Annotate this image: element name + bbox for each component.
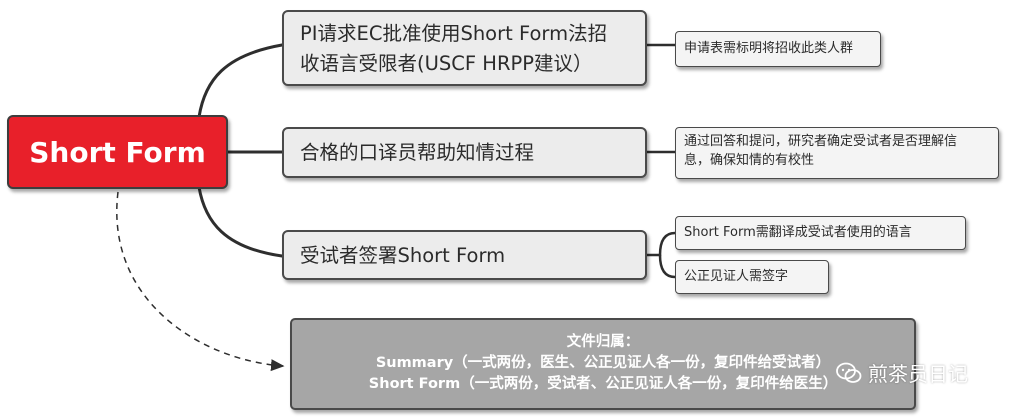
note-application-form[interactable]: 申请表需标明将招收此类人群 (675, 31, 881, 67)
link-root-branch1 (197, 43, 284, 119)
summary-title: 文件归属： (566, 334, 640, 350)
branch-node-sign-short-form[interactable]: 受试者签署Short Form (282, 230, 647, 280)
summary-line1: Summary（一式两份，医生、公正见证人各一份，复印件给受试者） (375, 355, 831, 371)
note-understanding-check[interactable]: 通过回答和提问，研究者确定受试者是否理解信 息，确保知情的有校性 (675, 127, 999, 179)
summary-node[interactable]: 文件归属： Summary（一式两份，医生、公正见证人各一份，复印件给受试者） … (290, 318, 916, 410)
root-label: Short Form (29, 135, 206, 169)
link-root-branch3 (197, 185, 284, 258)
wechat-icon (836, 362, 862, 383)
branch-label: 受试者签署Short Form (300, 244, 506, 267)
note-witness-sign[interactable]: 公正见证人需签字 (675, 260, 829, 294)
note-translation[interactable]: Short Form需翻译成受试者使用的语言 (675, 216, 966, 250)
note-text: 公正见证人需签字 (684, 269, 789, 284)
link-branch3-note2 (658, 253, 677, 279)
branch-node-ec-approval[interactable]: PI请求EC批准使用Short Form法招 收语言受限者(USCF HRPP建… (282, 10, 647, 86)
watermark-text: 煎茶员日记 (868, 362, 968, 386)
branch-label: 合格的口译员帮助知情过程 (300, 141, 535, 164)
link-branch3-note1 (645, 231, 677, 257)
note-text: Short Form需翻译成受试者使用的语言 (684, 225, 912, 240)
branch-label-line1: PI请求EC批准使用Short Form法招 (300, 22, 608, 45)
branch-label-line2: 收语言受限者(USCF HRPP建议） (300, 52, 593, 75)
note-text-line2: 息，确保知情的有校性 (684, 153, 815, 168)
note-text: 申请表需标明将招收此类人群 (684, 41, 854, 56)
branch-node-interpreter[interactable]: 合格的口译员帮助知情过程 (282, 127, 647, 178)
watermark: 煎茶员日记 (836, 358, 968, 387)
link-root-summary (116, 191, 285, 372)
root-node[interactable]: Short Form (7, 115, 228, 189)
note-text-line1: 通过回答和提问，研究者确定受试者是否理解信 (684, 134, 958, 149)
summary-line2: Short Form（一式两份，受试者、公正见证人各一份，复印件给医生） (368, 376, 838, 392)
